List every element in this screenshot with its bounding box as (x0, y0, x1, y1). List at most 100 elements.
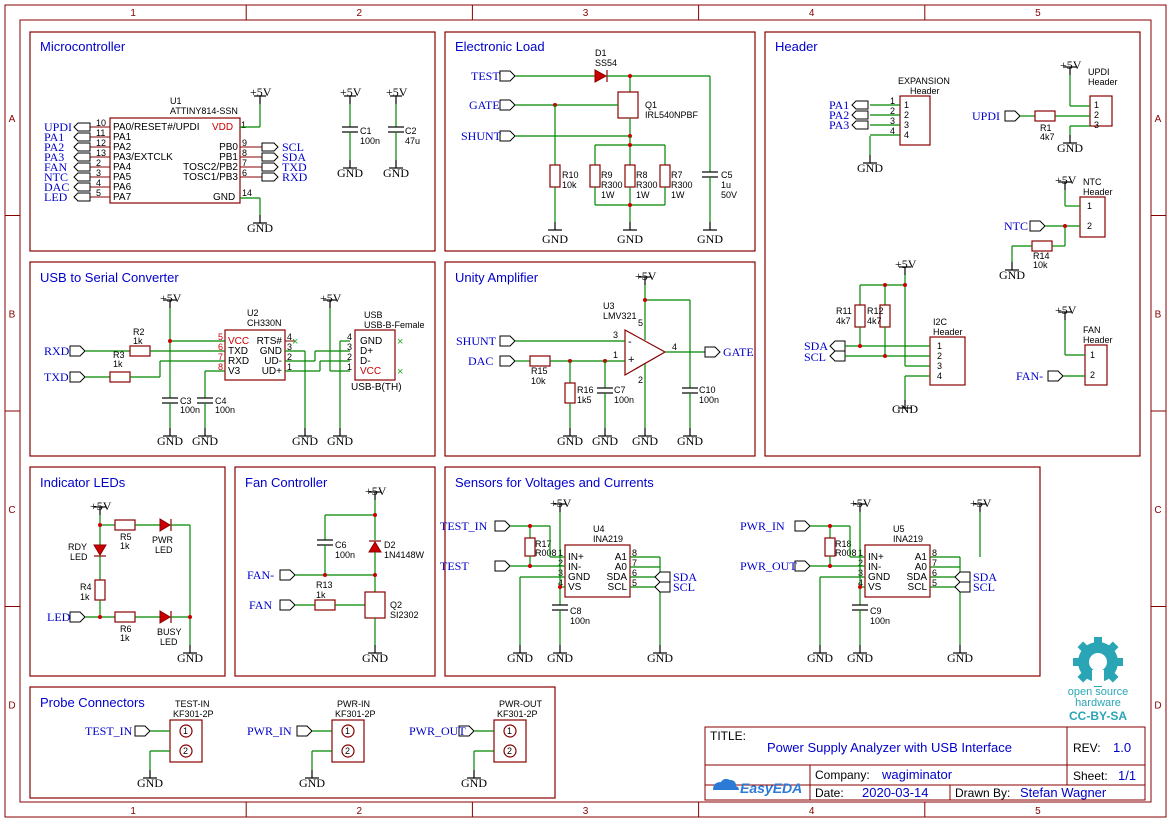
q2-gnd: GND (362, 651, 388, 665)
r5-ref: R5 (120, 532, 132, 542)
net-dac-amp: DAC (468, 354, 493, 368)
probe-pin: 1 (345, 726, 350, 736)
usb-ref: USB (364, 310, 383, 320)
net-u1-right: SDA (282, 150, 306, 164)
probe-name: PWR-OUT (499, 699, 542, 709)
grid-row-right: A (1155, 114, 1162, 125)
easyeda-logo: EasyEDA (713, 778, 802, 796)
u2-pin-label: VCC (228, 336, 249, 347)
i2c-sub: Header (933, 327, 963, 337)
fan-vcc: +5V (1055, 303, 1077, 317)
r13-ref: R13 (316, 580, 333, 590)
r9-power: 1W (601, 190, 615, 200)
grid-row-left: D (8, 700, 15, 711)
r2-ref: R2 (133, 327, 145, 337)
tb-drawn-label: Drawn By: (955, 786, 1010, 800)
net-u1-left: DAC (44, 180, 69, 194)
u2-pin-label: TXD (228, 346, 248, 357)
u1-pin-num: 13 (96, 148, 106, 158)
ina219-body (864, 544, 931, 598)
u1-gnd-label: GND (213, 192, 235, 203)
r15-val: 10k (531, 376, 546, 386)
r8-gnd: GND (617, 232, 643, 246)
exp-pin: 2 (904, 110, 909, 120)
panel-title-fan-controller: Fan Controller (245, 475, 328, 490)
u2-pin-num: 5 (218, 332, 223, 342)
exp-name: EXPANSION (898, 76, 950, 86)
r1-val: 4k7 (1040, 132, 1055, 142)
u1-vcc-label: +5V (250, 85, 272, 99)
net-scl-header: SCL (804, 350, 826, 364)
ina219-pin-num: 7 (932, 558, 937, 568)
exp-pin-num: 1 (890, 96, 895, 106)
u1-pin-label: PB1 (219, 152, 238, 163)
probe-net: PWR_OUT (409, 724, 466, 738)
net-u1-left: PA1 (44, 130, 64, 144)
u3-opamp (624, 328, 667, 377)
u3-ref: U3 (603, 301, 615, 311)
ntc-pin-1: 1 (1087, 201, 1092, 211)
c6-ref: C6 (335, 540, 347, 550)
i2c-pin-4: 4 (937, 371, 942, 381)
probe-part: KF301-2P (335, 709, 376, 719)
usb-pin-label: D- (360, 356, 371, 367)
r9-ref: R9 (601, 170, 613, 180)
led-vcc: +5V (90, 499, 112, 513)
r5-val: 1k (120, 541, 130, 551)
tb-date: 2020-03-14 (862, 785, 929, 800)
ina219-part: INA219 (593, 534, 623, 544)
ina219-pin-num: 6 (932, 568, 937, 578)
usb-pin-num: 3 (347, 342, 352, 352)
ina-vcc: +5V (850, 496, 872, 510)
oshw-line2: hardware (1075, 697, 1121, 709)
u1-pin-num: 3 (96, 168, 101, 178)
fan-sub: Header (1083, 335, 1113, 345)
net-rxd-usb: RXD (44, 344, 70, 358)
u2-pin-num: 4 (287, 332, 292, 342)
terminal-block (169, 719, 203, 763)
grid-col-top: 1 (130, 8, 136, 19)
ina-gnd: GND (507, 651, 533, 665)
tb-sheet-label: Sheet: (1073, 769, 1108, 783)
i2c-pin-3: 3 (937, 361, 942, 371)
r6-ref: R6 (120, 624, 132, 634)
panel-title-indicator-leds: Indicator LEDs (40, 475, 126, 490)
net-fan-minus-ctrl: FAN- (247, 568, 274, 582)
u1-pin-label: PA0/RESET#/UPDI (113, 122, 200, 133)
u2-pin-num: 6 (218, 342, 223, 352)
c3-gnd: GND (157, 434, 183, 448)
q1-val: IRL540NPBF (645, 110, 699, 120)
ina219-pin-label: GND (868, 572, 890, 583)
panel-title-probe-connectors: Probe Connectors (40, 695, 145, 710)
c7-ref: C7 (614, 385, 626, 395)
usb-pin-num: 2 (347, 352, 352, 362)
usb-pin-label: D+ (360, 346, 373, 357)
usb-connector-body (354, 329, 396, 381)
r16-ref: R16 (577, 385, 594, 395)
ina219-pin-label: IN+ (868, 552, 884, 563)
easyeda-text: EasyEDA (740, 780, 802, 796)
ina219-body (564, 544, 631, 598)
i2c-gnd: GND (892, 402, 918, 416)
r7-ref: R7 (671, 170, 683, 180)
u1-pin-num: 9 (242, 138, 247, 148)
net-u1-left: PA3 (44, 150, 64, 164)
r15-ref: R15 (531, 366, 548, 376)
net-u1-left: LED (44, 190, 68, 204)
ina219-pin-label: VS (568, 582, 582, 593)
u2-part: CH330N (247, 318, 282, 328)
net-exp: PA1 (829, 98, 849, 112)
u1-pin-num: 4 (96, 178, 101, 188)
fan-name: FAN (1083, 325, 1101, 335)
u1-pin-label: PA3/EXTCLK (113, 152, 173, 163)
probe-pin: 1 (183, 726, 188, 736)
license-text: CC-BY-SA (1069, 709, 1127, 723)
q1-ref: Q1 (645, 100, 657, 110)
r7-val: R300 (671, 180, 693, 190)
r6-val: 1k (120, 633, 130, 643)
usb-footprint: USB-B(TH) (351, 382, 402, 393)
c4-gnd: GND (192, 434, 218, 448)
net-exp: PA2 (829, 108, 849, 122)
